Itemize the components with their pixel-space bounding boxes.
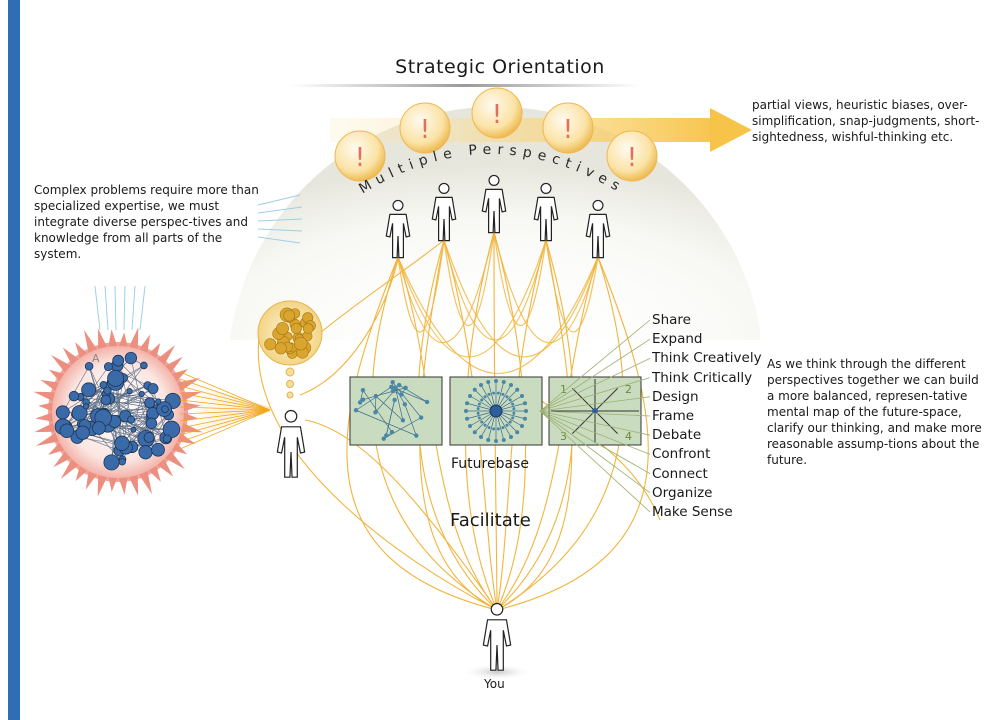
- system-nodes: [54, 351, 181, 471]
- verb-item: Make Sense: [652, 504, 733, 521]
- you-body: [482, 602, 512, 671]
- radial-panel: [449, 376, 543, 446]
- you-shadow: [461, 664, 533, 680]
- verb-item: Think Creatively: [652, 350, 762, 367]
- you-figure: [482, 602, 512, 671]
- alert-bubble: !: [606, 130, 658, 182]
- info-rays: [94, 194, 303, 331]
- perspective-figures: [385, 174, 611, 259]
- thinker-body: [276, 409, 306, 478]
- system-label: A: [92, 352, 100, 365]
- svg-text:!: !: [355, 143, 365, 173]
- alert-bubble: !: [399, 102, 451, 154]
- perspective-person-figure: [481, 174, 507, 234]
- alert-bubble: !: [542, 102, 594, 154]
- verb-item: Share: [652, 312, 691, 328]
- quadrant-panel: 1 2 3 4: [548, 376, 642, 446]
- verb-item: Debate: [652, 427, 702, 444]
- complexity-note: Complex problems require more than speci…: [34, 183, 259, 261]
- bias-note: partial views, heuristic biases, over-si…: [752, 98, 980, 144]
- alert-bubbles: ! ! ! ! !: [334, 87, 658, 182]
- verb-item: Connect: [652, 465, 708, 482]
- facilitation-verb-list: Share Expand Think Creatively Think Crit…: [652, 311, 762, 522]
- verb-item: Confront: [652, 446, 711, 463]
- thinking-person-figure: [276, 409, 306, 478]
- verb-item: Expand: [652, 331, 703, 348]
- alert-bubble: !: [471, 87, 523, 139]
- left-accent-bar: [8, 0, 20, 720]
- page-title: Strategic Orientation: [395, 56, 605, 78]
- thought-bubble: [257, 300, 323, 399]
- verb-item: Organize: [652, 484, 713, 501]
- svg-text:!: !: [563, 115, 573, 145]
- perspective-person-figure: [385, 199, 411, 259]
- verb-connector-lines: [539, 319, 651, 513]
- verb-item: Think Critically: [652, 369, 753, 386]
- title-underline: [290, 84, 640, 87]
- svg-text:3: 3: [560, 430, 567, 443]
- network-panel: [349, 376, 443, 446]
- svg-text:!: !: [492, 100, 502, 130]
- svg-text:4: 4: [625, 430, 632, 443]
- you-label: You: [484, 677, 505, 691]
- futurebase-label: Futurebase: [451, 456, 529, 472]
- verb-item: Frame: [652, 408, 695, 425]
- svg-text:1: 1: [560, 383, 567, 396]
- facilitate-label: Facilitate: [450, 510, 531, 531]
- verb-item: Design: [652, 388, 699, 405]
- orientation-arrow: [330, 108, 752, 152]
- complex-system-network: A: [33, 327, 203, 497]
- perspective-person-figure: [585, 199, 611, 259]
- svg-text:!: !: [627, 143, 637, 173]
- system-beam: [179, 371, 271, 450]
- svg-text:2: 2: [625, 383, 632, 396]
- futurebase-panels: 1 2 3 4: [349, 376, 642, 446]
- svg-text:!: !: [420, 115, 430, 145]
- alert-bubble: !: [334, 130, 386, 182]
- mental-map-note: As we think through the different perspe…: [767, 357, 982, 467]
- perspective-person-figure: [533, 182, 559, 242]
- connector-lines: [257, 231, 661, 611]
- perspective-person-figure: [431, 182, 457, 242]
